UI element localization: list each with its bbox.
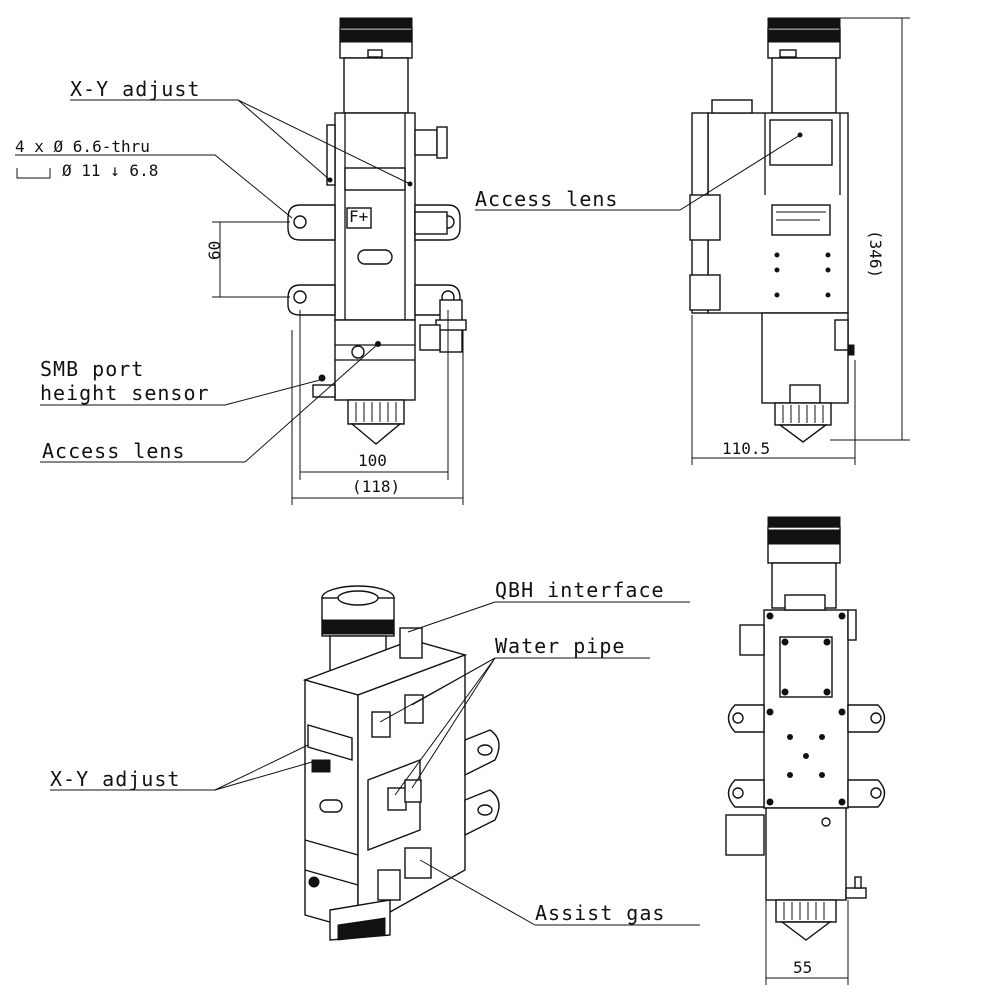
front-gas-elbow [419,324,441,351]
iso-nameplate [311,759,331,773]
front-collar-knurl [339,29,413,43]
back-lug-3 [727,779,765,808]
isometric-view [50,585,700,941]
label-xy-adjust-bottom: X-Y adjust [50,767,180,791]
back-top-fittings [784,594,826,611]
back-view: 55 [725,516,886,985]
label-access-lens-left: Access lens [42,439,185,463]
side-view: (346) 110.5 [475,17,910,465]
front-hole-2 [293,290,307,304]
back-lug-1 [727,704,765,733]
label-height-sensor: height sensor [40,381,210,405]
dim-118: (118) [352,477,400,496]
front-water-fitting-1-nut [436,126,448,159]
back-collar-knurl [767,529,841,545]
side-sensor-block [789,384,821,404]
iso-water-fitting-3 [387,787,407,811]
front-access-lens-port [351,345,365,359]
back-lower-body [765,807,847,901]
back-cover-plate [779,636,833,698]
label-access-lens-right: Access lens [475,187,618,211]
front-fiber-tube [343,57,409,114]
iso-water-fitting-2 [404,694,424,724]
back-side-rail [847,609,857,641]
side-lug-2 [689,274,721,311]
iso-collar-knurl [321,619,395,635]
label-xy-adjust-top: X-Y adjust [70,77,200,101]
label-assist-gas: Assist gas [535,901,665,925]
front-nameplate [346,207,372,229]
dim-60: 60 [205,241,224,260]
back-lug-4 [847,779,886,808]
back-nozzle-tip [779,921,833,941]
front-left-rail [326,124,336,186]
front-smb-port [312,384,336,398]
side-top-cap [767,17,841,29]
label-qbh-interface: QBH interface [495,578,665,602]
back-nozzle-nut [775,899,837,923]
dim-55: 55 [793,958,812,977]
back-water-fitting [739,624,765,656]
label-holes-line2: Ø 11 ↓ 6.8 [62,161,158,180]
side-collar-knurl [767,29,841,43]
front-water-fitting-1 [414,129,438,156]
front-xy-window [344,167,406,191]
label-smb-port: SMB port [40,357,144,381]
back-lug-2 [847,704,886,733]
iso-gas-elbow [377,869,401,901]
front-hole-1 [293,215,307,229]
side-nozzle-tip [777,424,829,443]
iso-water-fitting-4 [404,779,422,803]
front-top-cap [339,17,413,29]
front-nozzle-nut [347,399,405,425]
side-connector [834,319,849,351]
side-fiber-tube [771,57,837,114]
back-gas-fitting [725,814,765,856]
iso-qbh-fitting [399,627,423,659]
back-top-cap [767,516,841,528]
side-lug-1 [689,194,721,241]
side-top-fittings [711,99,753,114]
front-collar-slot [367,49,383,58]
dim-110-5: 110.5 [722,439,770,458]
dim-346: (346) [866,230,885,278]
back-smb-port [845,887,867,899]
front-water-fitting-2 [414,211,448,235]
side-collar-slot [779,49,797,58]
front-lug-top-left [287,204,336,241]
counterbore-symbol [16,168,51,179]
front-nozzle-tip [350,423,402,445]
iso-water-fitting-1 [371,711,391,738]
iso-xy-window [307,724,353,761]
label-water-pipe: Water pipe [495,634,625,658]
label-holes-line1: 4 x Ø 6.6-thru [15,137,150,156]
front-access-slot [357,249,393,265]
front-view: F+ 60 [15,17,467,505]
side-xy-cover [769,119,833,166]
dim-100: 100 [358,451,387,470]
iso-gas-fitting [404,847,432,879]
nameplate-brand: F+ [349,207,368,226]
